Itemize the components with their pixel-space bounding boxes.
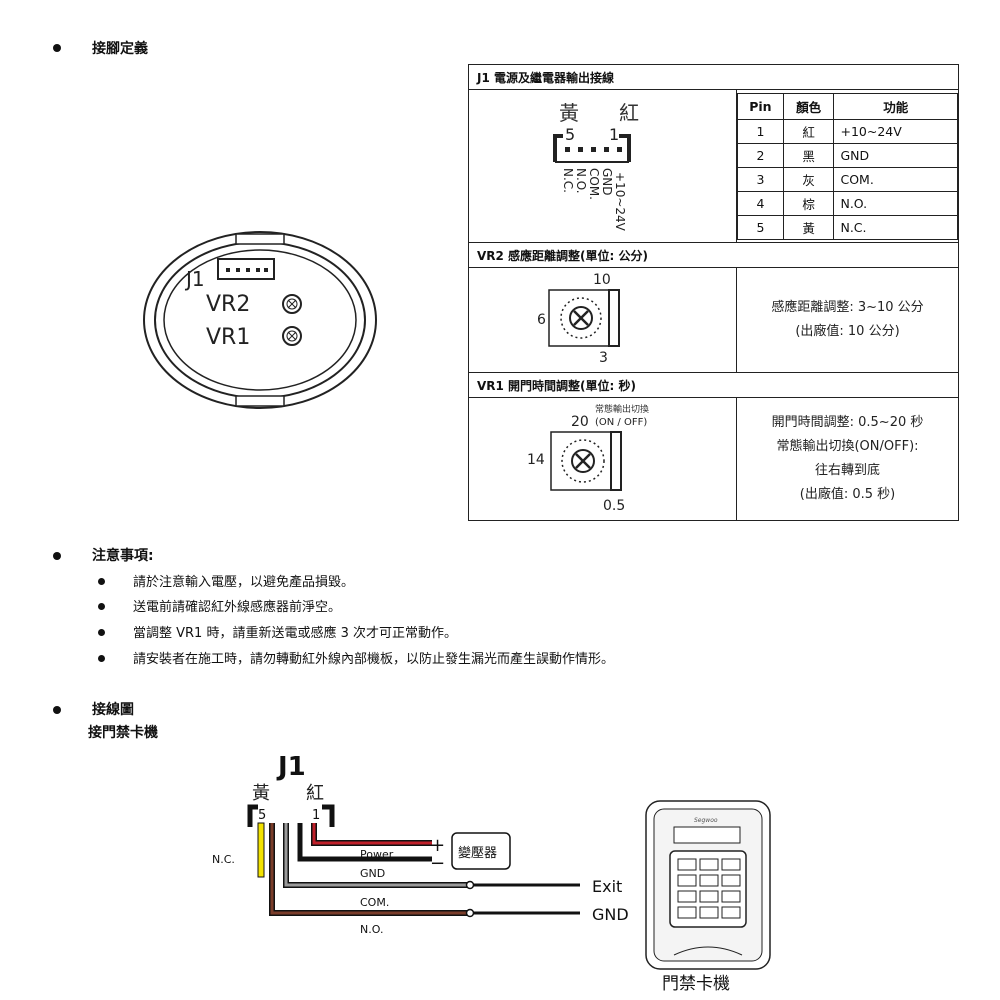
j1-section-title: J1 電源及繼電器輸出接線 (468, 64, 959, 90)
wiring-no: N.O. (360, 923, 383, 936)
wiring-pin5: 5 (258, 808, 266, 823)
function-header: 功能 (833, 92, 958, 120)
j1-pinlabel-no: N.O. (574, 168, 588, 194)
device-drawing: J1 VR2 VR1 (143, 231, 377, 409)
spec-table: J1 電源及繼電器輸出接線 黃 紅 5 1 N.C. N.O. COM. GND… (468, 64, 959, 521)
svg-text:20: 20 (571, 414, 589, 430)
wiring-yellow-label: 黃 (252, 783, 270, 804)
device-label-vr1: VR1 (206, 325, 250, 350)
wire-yellow (257, 822, 265, 878)
note-item: 請於注意輸入電壓，以避免產品損毀。 (133, 575, 355, 590)
vr1-section-title: VR1 開門時間調整(單位: 秒) (468, 372, 959, 398)
vr1-desc-turn: 往右轉到底 (814, 463, 880, 478)
svg-text:10: 10 (593, 272, 611, 288)
wiring-gnd: GND (360, 867, 385, 880)
vr1-dial-cell: 常態輸出切換 20 (ON / OFF) 14 0.5 (468, 397, 737, 521)
wiring-subtitle: 接門禁卡機 (88, 725, 158, 741)
note-bullet (98, 578, 105, 585)
svg-text:14: 14 (527, 452, 545, 468)
vr2-dial: 10 6 3 (537, 272, 620, 366)
note-bullet (98, 603, 105, 610)
pin-header: Pin (737, 92, 784, 120)
wiring-diagram: J1 黃 紅 5 1 N.C. Power GND COM. N.O. + − … (212, 752, 771, 994)
j1-connector-cell: 黃 紅 5 1 N.C. N.O. COM. GND +10~24V (468, 89, 737, 243)
j1-pin1-label: 1 (609, 125, 619, 144)
section-bullet (53, 552, 61, 560)
section-bullet (53, 44, 61, 52)
j1-connector-diagram: 黃 紅 5 1 N.C. N.O. COM. GND +10~24V (553, 101, 639, 232)
wiring-j1-label: J1 (276, 752, 306, 782)
j1-color-red: 紅 (619, 101, 639, 125)
svg-text:(ON / OFF): (ON / OFF) (595, 417, 647, 428)
vr1-desc-default: (出廠值: 0.5 秒) (799, 487, 896, 502)
device-vr2-knob (282, 294, 302, 314)
section-title-notes: 注意事項: (92, 548, 154, 564)
note-item: 當調整 VR1 時，請重新送電或感應 3 次才可正常動作。 (133, 626, 457, 641)
transformer-box (451, 832, 511, 870)
j1-pin5-label: 5 (565, 125, 575, 144)
vr1-desc-range: 開門時間調整: 0.5~20 秒 (771, 415, 924, 430)
note-bullet (98, 629, 105, 636)
wiring-pin1: 1 (312, 808, 320, 823)
svg-text:常態輸出切換: 常態輸出切換 (595, 403, 649, 415)
svg-text:3: 3 (599, 350, 608, 366)
vr2-desc-range: 感應距離調整: 3~10 公分 (771, 300, 924, 315)
wiring-gnd-out: GND (592, 905, 629, 924)
section-title-pinout: 接腳定義 (92, 41, 148, 57)
j1-pinlabel-com: COM. (587, 168, 601, 200)
vr2-dial-cell: 10 6 3 (468, 267, 737, 373)
note-item: 送電前請確認紅外線感應器前淨空。 (133, 600, 342, 615)
device-label-j1: J1 (184, 267, 205, 291)
color-header: 顏色 (782, 92, 835, 120)
wiring-reader-label: 門禁卡機 (662, 974, 730, 994)
reader-brand-logo: Segwoo (694, 817, 718, 824)
section-title-wiring: 接線圖 (92, 702, 134, 718)
vr2-section-title: VR2 感應距離調整(單位: 公分) (468, 242, 959, 268)
svg-text:0.5: 0.5 (603, 498, 625, 514)
wiring-exit: Exit (592, 877, 622, 896)
wiring-com: COM. (360, 896, 389, 909)
vr2-desc-default: (出廠值: 10 公分) (795, 324, 900, 339)
note-bullet (98, 655, 105, 662)
card-reader (645, 800, 771, 970)
wiring-plus: + (430, 835, 445, 856)
j1-pinlabel-gnd: GND (600, 168, 614, 196)
wiring-power: Power (360, 848, 394, 861)
svg-text:6: 6 (537, 312, 546, 328)
j1-pinlabel-nc: N.C. (561, 168, 575, 193)
note-item: 請安裝者在施工時，請勿轉動紅外線內部機板，以防止發生漏光而產生誤動作情形。 (133, 652, 615, 667)
device-label-vr2: VR2 (206, 292, 250, 317)
vr1-desc-switch: 常態輸出切換(ON/OFF): (776, 439, 919, 454)
wire-black (297, 823, 432, 862)
device-vr1-knob (282, 326, 302, 346)
j1-pinlabel-power: +10~24V (613, 172, 627, 232)
wiring-transformer: 變壓器 (458, 845, 497, 861)
wiring-red-label: 紅 (306, 783, 324, 804)
wiring-minus: − (430, 853, 445, 874)
j1-color-yellow: 黃 (559, 101, 579, 125)
section-bullet (53, 706, 61, 714)
vr1-dial: 常態輸出切換 20 (ON / OFF) 14 0.5 (527, 403, 649, 514)
wiring-nc: N.C. (212, 853, 235, 866)
